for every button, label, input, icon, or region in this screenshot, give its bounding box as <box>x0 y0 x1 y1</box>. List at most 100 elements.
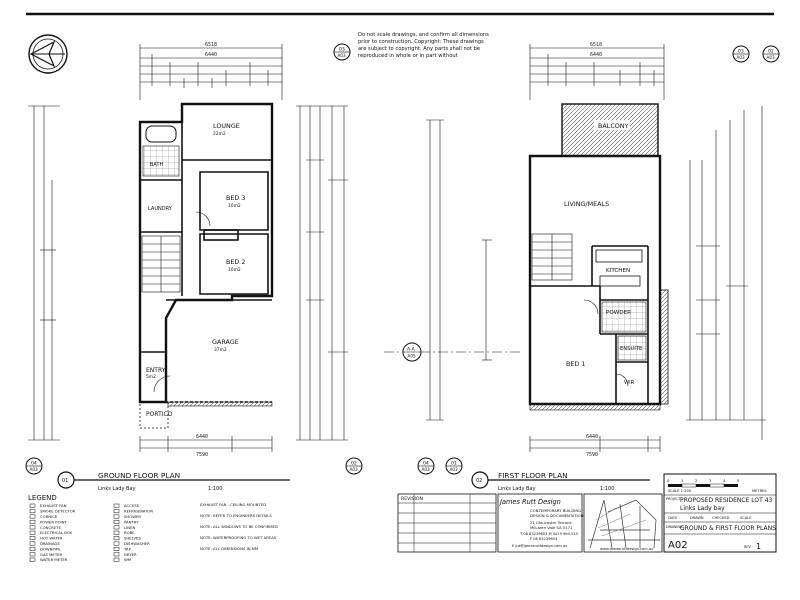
legend-note: NOTE: REFER TO ENGINEERS DETAILS <box>200 513 272 518</box>
firm-block: James Rutt Design CONTEMPORARY BUILDING … <box>497 493 584 553</box>
plan-title: GROUND FLOOR PLAN <box>98 471 180 480</box>
note-line: reproduced in whole or in part without <box>358 53 458 59</box>
section-marker: A-A A05 <box>402 342 422 362</box>
legend-item: ELECTRICAL BOX <box>40 530 72 535</box>
first-dim-overall: 6518 <box>590 42 602 48</box>
ground-bottom-dim: 7590 <box>196 452 208 458</box>
room-label-wir: WIR <box>624 380 635 386</box>
svg-text:02: 02 <box>768 49 774 55</box>
ground-outer-wall <box>138 102 274 404</box>
legend-symbol <box>113 557 120 562</box>
north-arrow-icon <box>28 34 68 74</box>
project-location: Links Lady bay <box>680 505 725 512</box>
ground-stair <box>141 235 181 293</box>
firm-line: DESIGN & DOCUMENTATION <box>530 513 584 518</box>
room-area-bed2: 10m2 <box>228 267 241 273</box>
drawing-label: DRAWING <box>666 525 683 529</box>
legend-item: DRAINAGE <box>40 541 60 546</box>
kitchen-bench <box>595 249 643 263</box>
legend-symbol <box>29 509 36 514</box>
legend-note: NOTE: ALL WINDOWS TO BE CONFIRMED <box>200 524 278 529</box>
plan-subtitle: Links Lady Bay <box>498 486 535 492</box>
legend-symbol <box>29 552 36 557</box>
svg-text:A03: A03 <box>450 467 459 472</box>
section-marker: 03 A03 <box>333 43 351 61</box>
svg-text:A03: A03 <box>30 467 39 472</box>
legend-symbol <box>113 536 120 541</box>
note-line: are subject to copyright. Any parts shal… <box>358 46 480 52</box>
legend-note: NOTE: WATERPROOFING TO WET AREAS <box>200 535 277 540</box>
ground-top-dimensions <box>139 44 283 100</box>
ground-bottom-dimensions <box>139 436 273 452</box>
legend-symbol <box>29 541 36 546</box>
firm-line: 21 Gloucester Terrace <box>530 520 572 525</box>
room-label-ensuite: ENSUITE <box>620 346 642 352</box>
room-label-kitchen: KITCHEN <box>606 268 630 274</box>
section-marker: 02 A03 <box>345 457 363 475</box>
legend-symbol <box>29 530 36 535</box>
legend-item: CONCRETE <box>40 525 61 530</box>
sheet-number: A02 <box>668 540 688 551</box>
svg-text:4: 4 <box>723 478 726 483</box>
legend-symbol <box>113 519 120 524</box>
legend-symbol <box>113 503 120 508</box>
first-bottom-dim: 7590 <box>586 452 598 458</box>
room-area-garage: 37m2 <box>214 347 227 353</box>
powder-tiles <box>601 301 647 333</box>
ground-plan-title: 01 GROUND FLOOR PLAN Links Lady Bay 1:10… <box>57 471 290 492</box>
ground-bottom-dim: 6440 <box>196 434 208 440</box>
svg-text:A03: A03 <box>422 467 431 472</box>
room-label-bed3: BED 3 <box>226 194 245 202</box>
svg-text:A03: A03 <box>737 55 746 60</box>
first-plan-title: 02 FIRST FLOOR PLAN Links Lady Bay 1:100 <box>471 471 650 492</box>
ground-floor-plan: 6518 6440 <box>28 42 283 458</box>
section-marker: 01 A03 <box>445 457 463 475</box>
first-top-dimensions <box>529 44 665 100</box>
legend-symbol <box>29 519 36 524</box>
legend-symbol <box>29 525 36 530</box>
room-area-lounge: 22m2 <box>213 131 226 137</box>
room-label-entry: ENTRY <box>146 367 166 374</box>
firm-name: James Rutt Design <box>498 498 561 506</box>
firm-line: CONTEMPORARY BUILDING <box>530 508 581 513</box>
middle-dimension-strings <box>296 105 520 441</box>
first-stair <box>531 233 573 281</box>
room-area-entry: 5m2 <box>146 374 156 380</box>
room-label-bath: BATH <box>150 162 164 168</box>
svg-text:03: 03 <box>339 47 345 53</box>
svg-text:3: 3 <box>709 478 712 483</box>
room-area-bed3: 10m2 <box>228 203 241 209</box>
svg-text:SCALE: SCALE <box>740 516 752 520</box>
legend-item: POWER POINT <box>40 519 68 524</box>
legend-symbol <box>113 530 120 535</box>
svg-text:0: 0 <box>667 478 670 483</box>
legend-item: DISHWASHER <box>124 541 150 546</box>
plan-subtitle: Links Lady Bay <box>98 486 135 492</box>
first-right-dimensions <box>686 106 766 440</box>
legend-symbol <box>113 525 120 530</box>
revision-label: REV <box>744 545 751 549</box>
svg-text:DATE: DATE <box>668 516 678 520</box>
first-dim-second: 6440 <box>590 52 602 58</box>
svg-text:04: 04 <box>423 461 429 467</box>
svg-text:DRAWN: DRAWN <box>690 516 704 520</box>
project-name: PROPOSED RESIDENCE LOT 43 <box>680 497 773 504</box>
section-marker: 04 A03 <box>25 457 43 475</box>
legend-item: REFRIGERATOR <box>124 509 153 514</box>
ground-left-dimensions <box>28 105 60 441</box>
first-floor-plan: 6518 6440 BALCONY <box>528 42 766 458</box>
legend-item: SHOWER <box>124 514 141 519</box>
svg-text:A05: A05 <box>408 354 417 359</box>
legend-item: SHELVES <box>124 536 141 541</box>
legend-symbol <box>29 557 36 562</box>
legend-item: HOT WATER <box>40 536 63 541</box>
first-partitions <box>530 245 649 404</box>
svg-text:01: 01 <box>451 461 457 467</box>
svg-text:CHECKED: CHECKED <box>712 516 730 520</box>
room-label-living-meals: LIVING/MEALS <box>564 200 609 208</box>
ground-dim-overall: 6518 <box>205 42 217 48</box>
legend-symbol <box>113 541 120 546</box>
firm-line: T 08 83239603 M 0419 964 515 <box>519 532 578 536</box>
legend-item: EXHAUST FAN <box>40 503 67 508</box>
bath-tub <box>145 125 177 143</box>
